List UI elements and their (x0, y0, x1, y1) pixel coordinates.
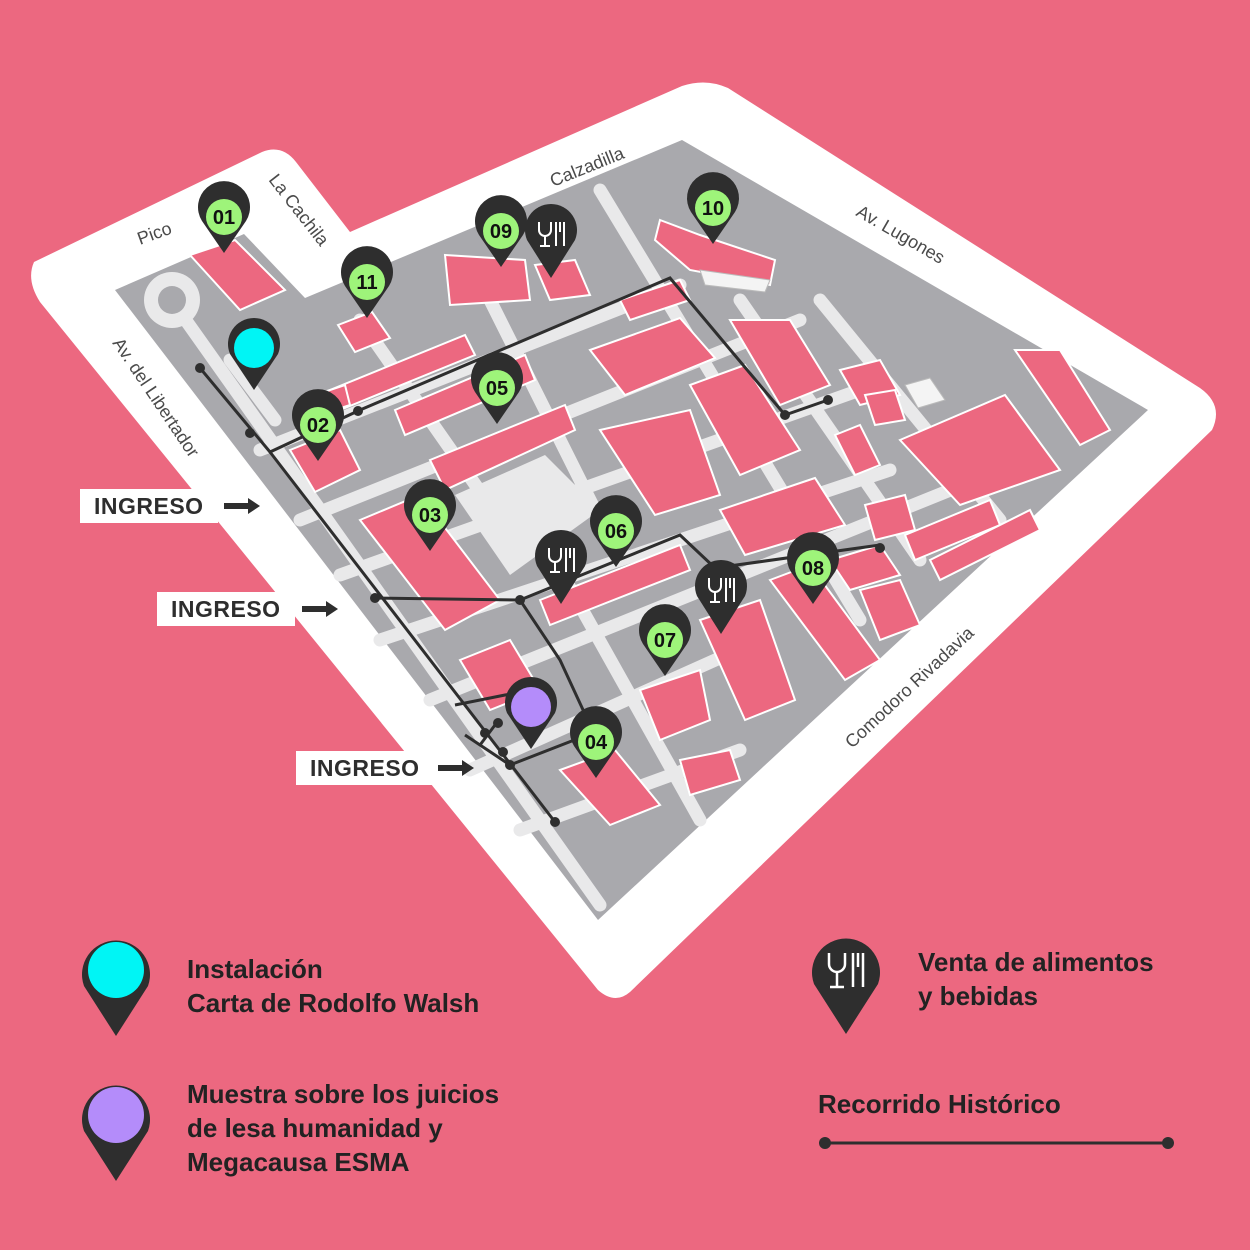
legend-food-line1: Venta de alimentos (918, 947, 1154, 977)
entrance-label-3: INGRESO (296, 751, 434, 785)
food-marker-1[interactable] (525, 204, 577, 278)
entrance-label-2: INGRESO (157, 592, 295, 626)
arrow-right-icon (302, 601, 338, 617)
marker-07[interactable]: 07 (639, 604, 691, 676)
arrow-right-icon (224, 498, 260, 514)
marker-02-label: 02 (307, 415, 329, 437)
marker-05[interactable]: 05 (471, 352, 523, 424)
marker-01-label: 01 (213, 207, 235, 229)
arrow-right-icon (438, 760, 474, 776)
legend-muestra-text: Muestra sobre los juicios de lesa humani… (187, 1077, 499, 1179)
marker-09[interactable]: 09 (475, 195, 527, 267)
building-se (678, 748, 742, 797)
marker-08[interactable]: 08 (787, 532, 839, 604)
marker-07-label: 07 (654, 630, 676, 652)
building-11 (336, 310, 392, 354)
building-east-f (928, 508, 1042, 582)
legend-walsh-line2: Carta de Rodolfo Walsh (187, 988, 480, 1018)
building-block-f (718, 476, 847, 557)
fork-knife-glass-icon (827, 953, 865, 989)
legend-muestra-line2: de lesa humanidad y (187, 1113, 443, 1143)
marker-03-label: 03 (419, 505, 441, 527)
building-east-long (1013, 349, 1112, 447)
legend-food-line2: y bebidas (918, 981, 1038, 1011)
marker-11[interactable]: 11 (341, 246, 393, 318)
legend-muestra-pin (82, 1085, 150, 1181)
entrance-label-1: INGRESO (80, 489, 218, 523)
building-east-b (833, 423, 882, 477)
legend-muestra-line3: Megacausa ESMA (187, 1147, 410, 1177)
building-block-d (688, 363, 802, 477)
legend-route-line (819, 1137, 1174, 1149)
marker-11-label: 11 (356, 272, 377, 294)
marker-06[interactable]: 06 (590, 495, 642, 567)
food-marker-2[interactable] (535, 530, 587, 604)
marker-06-label: 06 (605, 521, 627, 543)
marker-04-label: 04 (585, 732, 608, 754)
legend-walsh-pin (82, 940, 150, 1036)
fork-knife-glass-icon (538, 222, 565, 247)
marker-02[interactable]: 02 (292, 389, 344, 461)
building-block-e (728, 319, 832, 407)
route-nodes (195, 363, 885, 827)
marker-03[interactable]: 03 (404, 479, 456, 551)
fork-knife-glass-icon (548, 548, 575, 573)
building-07b (698, 598, 797, 722)
white-structures (699, 269, 946, 409)
food-marker-3[interactable] (695, 560, 747, 634)
building-east-c (863, 388, 907, 427)
legend-muestra-line1: Muestra sobre los juicios (187, 1079, 500, 1109)
marker-04[interactable]: 04 (570, 706, 622, 778)
building-05b (428, 403, 577, 492)
marker-walsh-installation[interactable] (228, 318, 280, 390)
legend-food-text: Venta de alimentos y bebidas (918, 945, 1154, 1013)
building-07 (638, 668, 712, 742)
marker-05-label: 05 (486, 378, 508, 400)
building-06 (538, 543, 692, 627)
building-block-a (588, 316, 717, 397)
marker-01[interactable]: 01 (198, 181, 250, 253)
building-10 (653, 218, 777, 287)
building-08b (828, 543, 902, 592)
fork-knife-glass-icon (708, 578, 735, 603)
legend-route-text: Recorrido Histórico (818, 1087, 1061, 1121)
building-east-large (898, 393, 1062, 507)
marker-10-label: 10 (702, 198, 724, 220)
marker-muestra-juicios[interactable] (505, 677, 557, 749)
legend-route-label: Recorrido Histórico (818, 1089, 1061, 1119)
legend-walsh-line1: Instalación (187, 954, 323, 984)
legend-food-pin (812, 938, 880, 1034)
building-block-c (598, 408, 722, 517)
building-08c (858, 578, 922, 642)
marker-10[interactable]: 10 (687, 172, 739, 244)
marker-09-label: 09 (490, 221, 512, 243)
legend-walsh-text: Instalación Carta de Rodolfo Walsh (187, 952, 479, 1020)
central-plaza (455, 455, 600, 575)
marker-08-label: 08 (802, 558, 824, 580)
building-09 (443, 253, 532, 307)
